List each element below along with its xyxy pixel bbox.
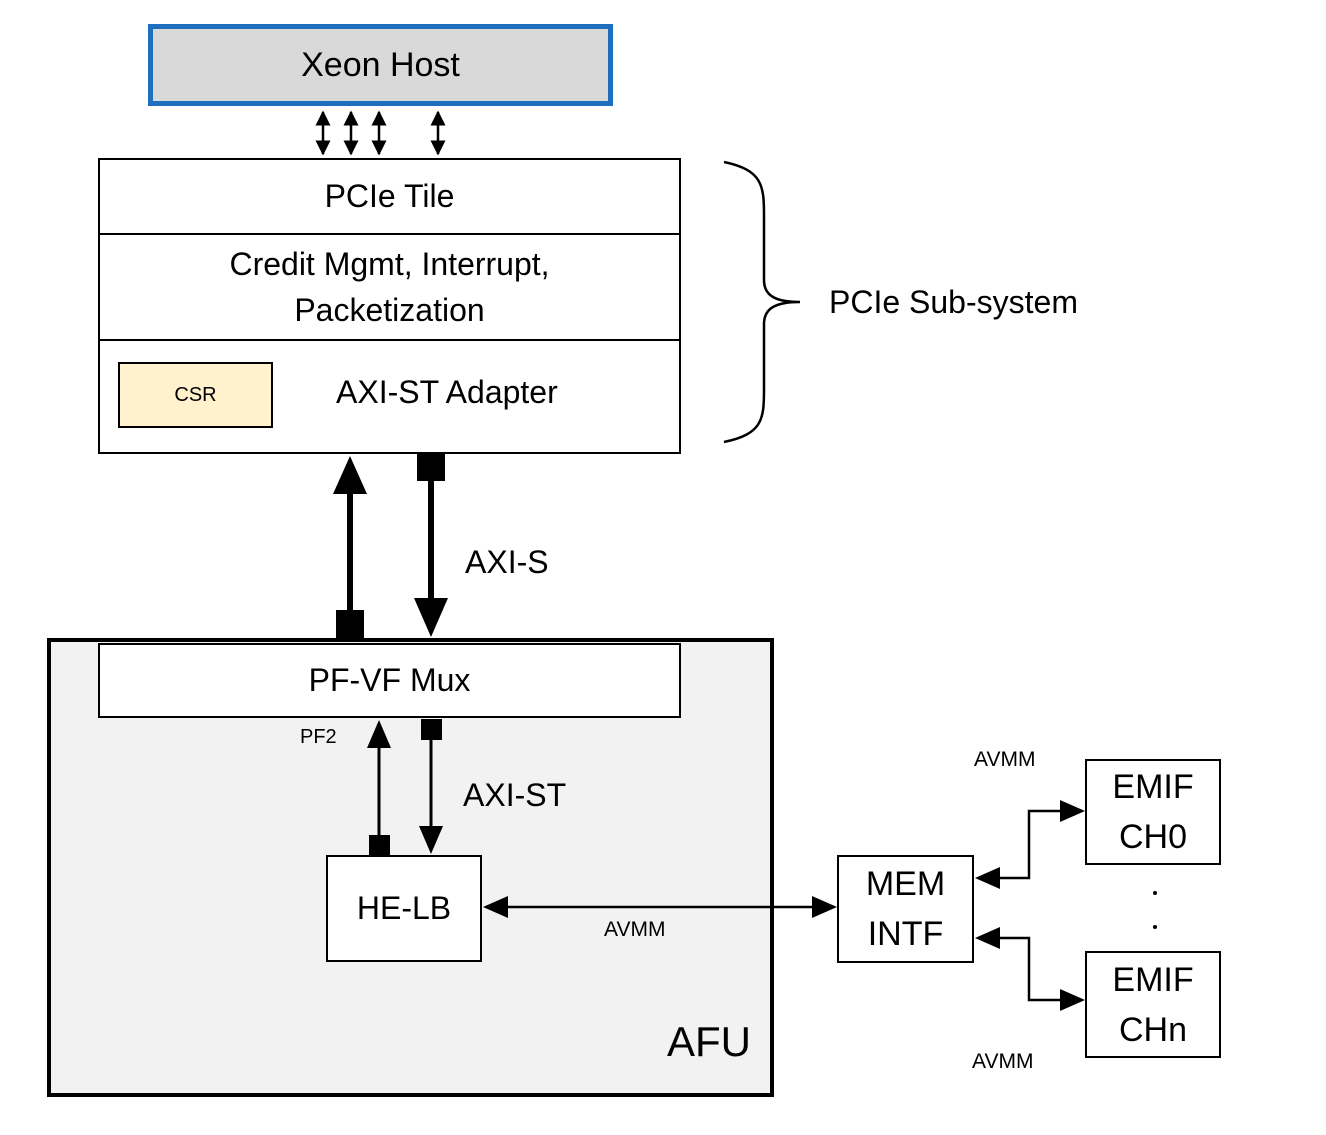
avmm-bottom-label: AVMM <box>972 1050 1034 1073</box>
afu-label: AFU <box>667 1018 751 1065</box>
pcie-subsystem-label: PCIe Sub-system <box>829 284 1078 320</box>
he-lb-label: HE-LB <box>356 890 452 926</box>
axi-s-down-arrow <box>414 453 448 637</box>
he-lb-block: HE-LB <box>326 855 482 962</box>
mem-intf-label-line1: MEM <box>865 865 946 903</box>
ellipsis-dot-1 <box>1153 891 1157 895</box>
host-link-arrows <box>315 110 446 156</box>
pf-vf-mux-label: PF-VF Mux <box>308 662 471 698</box>
pcie-tile-label: PCIe Tile <box>324 178 455 214</box>
mem-emif0-link <box>975 800 1085 889</box>
emif-chn-label-line2: CHn <box>1118 1010 1188 1049</box>
avmm-helb-label: AVMM <box>604 918 666 941</box>
emif-ch0-label-line1: EMIF <box>1112 768 1194 806</box>
mem-intf-block: MEM INTF <box>837 855 974 963</box>
pf-vf-mux-block: PF-VF Mux <box>98 643 681 718</box>
credit-mgmt-label-line1: Credit Mgmt, Interrupt, <box>229 246 550 282</box>
pcie-subsystem-brace <box>723 160 801 444</box>
mem-intf-label-line2: INTF <box>867 915 944 953</box>
xeon-host-block: Xeon Host <box>148 24 613 106</box>
helb-mem-link <box>483 896 837 918</box>
mem-emifn-link <box>975 927 1085 1011</box>
avmm-top-label: AVMM <box>974 748 1036 771</box>
ellipsis-dot-2 <box>1153 925 1157 929</box>
pcie-tile-block: PCIe Tile <box>98 158 681 235</box>
csr-label: CSR <box>174 383 217 406</box>
axist-adapter-label: AXI-ST Adapter <box>336 374 558 410</box>
emif-ch0-block: EMIF CH0 <box>1085 759 1221 865</box>
axi-s-label: AXI-S <box>465 544 549 580</box>
emif-chn-block: EMIF CHn <box>1085 951 1221 1058</box>
emif-ch0-label-line2: CH0 <box>1118 818 1188 856</box>
axi-s-up-arrow <box>333 456 367 638</box>
csr-block: CSR <box>118 362 273 428</box>
axi-st-down-arrow <box>419 719 443 854</box>
pf2-label: PF2 <box>300 726 337 748</box>
emif-chn-label-line1: EMIF <box>1112 960 1194 999</box>
axi-st-label: AXI-ST <box>463 777 567 813</box>
xeon-host-label: Xeon Host <box>301 45 460 84</box>
credit-mgmt-label-line2: Packetization <box>294 292 485 328</box>
axi-st-up-arrow <box>367 720 391 856</box>
